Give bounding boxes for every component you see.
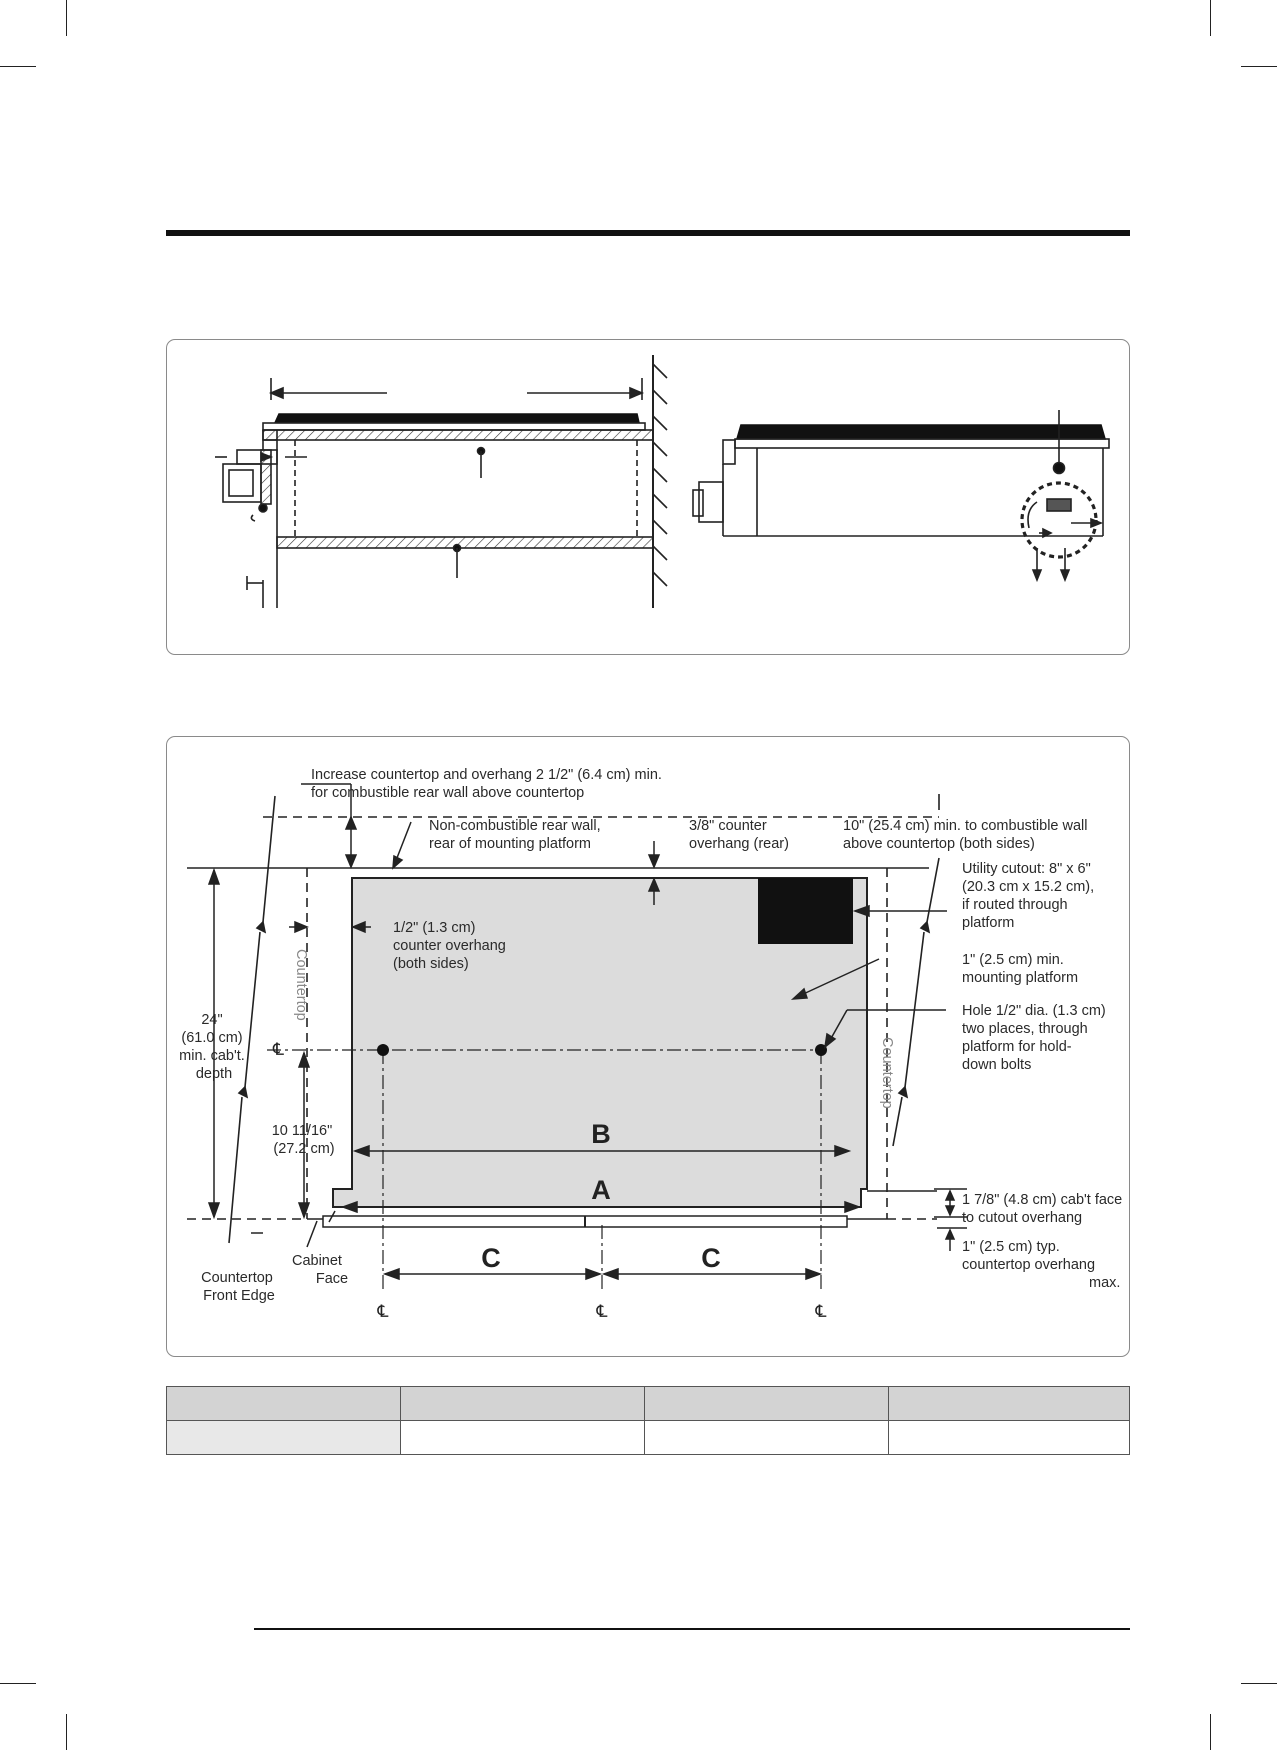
label-utility-cutout-4: platform <box>962 915 1014 931</box>
label-overhang-rear-2: overhang (rear) <box>689 836 789 852</box>
label-noncombustible-rear-1: Non-combustible rear wall, <box>429 818 601 834</box>
table-cell <box>888 1420 1130 1455</box>
svg-text:1" (2.5 cm) typ. counter: 1" (2.5 cm) typ. countertop overhang <box>962 1239 1095 1273</box>
cutout-plan-diagram: Increase countertop and overhang 2 1/2" … <box>179 767 1126 1321</box>
label-hole-3: platform for hold- <box>962 1039 1072 1055</box>
svg-text:10 11/16" (27.2 cm): 10 11/16" (27.2 cm) <box>272 1123 337 1157</box>
crop-mark <box>66 0 67 36</box>
dimension-a-label: A <box>591 1175 611 1205</box>
label-increase-countertop-1: Increase countertop and overhang 2 1/2" … <box>311 767 662 783</box>
side-view-diagram <box>215 355 1110 608</box>
label-countertop-front-2: Front Edge <box>203 1288 275 1304</box>
label-countertop-left: Countertop <box>293 949 309 1021</box>
label-centerline-depth-2: (27.2 cm) <box>273 1141 334 1157</box>
dimension-b-label: B <box>591 1119 611 1149</box>
crop-mark <box>66 1714 67 1750</box>
crop-mark <box>1210 0 1211 36</box>
svg-text:Hole 1/2" dia. (1.3 cm): Hole 1/2" dia. (1.3 cm) two places, thro… <box>962 1003 1110 1073</box>
label-centerline-depth-1: 10 11/16" <box>272 1123 333 1139</box>
label-typ-overhang-1: 1" (2.5 cm) typ. <box>962 1239 1060 1255</box>
table-row <box>166 1420 1130 1455</box>
crop-mark <box>0 1683 36 1684</box>
label-utility-cutout-1: Utility cutout: 8" x 6" <box>962 861 1091 877</box>
svg-text:Countertop Front Edge: Countertop Front Edge <box>201 1270 277 1304</box>
crop-mark <box>1241 66 1277 67</box>
label-typ-overhang-max: max. <box>1089 1275 1120 1291</box>
label-combustible-wall-2: above countertop (both sides) <box>843 836 1035 852</box>
svg-text:Increase countertop and overha: Increase countertop and overhang 2 1/2" … <box>311 767 666 801</box>
svg-text:24" (61.0 cm) min.: 24" (61.0 cm) min. cab't. depth <box>179 1012 249 1082</box>
label-typ-overhang-2: countertop overhang <box>962 1257 1095 1273</box>
label-countertop-front-1: Countertop <box>201 1270 273 1286</box>
crop-mark <box>1210 1714 1211 1750</box>
hold-down-hole-left <box>377 1044 389 1056</box>
label-cab-depth-2: (61.0 cm) <box>181 1030 242 1046</box>
utility-cutout <box>758 878 853 944</box>
svg-text:1" (2.5 cm) min. mountin: 1" (2.5 cm) min. mounting platform <box>962 952 1078 986</box>
installed-cooktop-side-view <box>215 355 668 608</box>
table-cell <box>166 1386 401 1421</box>
crop-mark <box>0 66 36 67</box>
table-cell <box>166 1420 401 1455</box>
svg-text:1 7/8" (4.8 cm) cab't face: 1 7/8" (4.8 cm) cab't face to cutout ove… <box>962 1192 1126 1226</box>
dimension-table <box>166 1386 1130 1455</box>
label-overhang-rear-1: 3/8" counter <box>689 818 767 834</box>
centerline-symbol-depth: ℄ <box>272 1040 284 1059</box>
side-view-panel <box>166 339 1130 655</box>
table-cell <box>400 1420 645 1455</box>
footer-rule <box>254 1628 1130 1630</box>
label-noncombustible-rear-2: rear of mounting platform <box>429 836 591 852</box>
table-cell <box>644 1386 889 1421</box>
label-mounting-platform-2: mounting platform <box>962 970 1078 986</box>
svg-text:3/8" counter overhang (r: 3/8" counter overhang (rear) <box>689 818 789 852</box>
table-cell <box>400 1386 645 1421</box>
svg-text:Utility cutout: 8" x 6": Utility cutout: 8" x 6" (20.3 cm x 15.2 … <box>962 861 1098 931</box>
label-hole-4: down bolts <box>962 1057 1031 1073</box>
label-hole-1: Hole 1/2" dia. (1.3 cm) <box>962 1003 1106 1019</box>
label-hole-2: two places, through <box>962 1021 1088 1037</box>
label-side-overhang-2: counter overhang <box>393 938 506 954</box>
label-utility-cutout-2: (20.3 cm x 15.2 cm), <box>962 879 1094 895</box>
label-mounting-platform-1: 1" (2.5 cm) min. <box>962 952 1064 968</box>
label-side-overhang-3: (both sides) <box>393 956 469 972</box>
crop-mark <box>1241 1683 1277 1684</box>
svg-text:Non-combustible rear wall,: Non-combustible rear wall, rear of mount… <box>429 818 605 852</box>
label-increase-countertop-2: for combustible rear wall above countert… <box>311 785 584 801</box>
hold-down-hole-right <box>815 1044 827 1056</box>
cutout-plan-panel: Increase countertop and overhang 2 1/2" … <box>166 736 1130 1357</box>
centerline-symbol-right: ℄ <box>815 1302 827 1321</box>
table-header-row <box>166 1386 1130 1421</box>
label-cabinet-face-2: Face <box>316 1271 348 1287</box>
dimension-c-left-label: C <box>481 1243 501 1273</box>
label-cabinet-face-1: Cabinet <box>292 1253 342 1269</box>
label-cab-depth-3: min. cab't. <box>179 1048 245 1064</box>
header-rule <box>166 230 1130 236</box>
centerlines <box>267 1049 822 1289</box>
svg-text:Cabinet Face: Cabinet Face <box>292 1253 348 1287</box>
label-countertop-right: Countertop <box>879 1037 895 1109</box>
svg-text:1/2" (1.3 cm) counter ov: 1/2" (1.3 cm) counter overhang (both sid… <box>393 920 510 972</box>
cooktop-utility-side-view <box>692 410 1110 583</box>
svg-text:10" (25.4 cm) min. to combusti: 10" (25.4 cm) min. to combustible wall a… <box>843 818 1092 852</box>
label-cab-depth-4: depth <box>196 1066 232 1082</box>
label-cab-depth-1: 24" <box>201 1012 222 1028</box>
label-combustible-wall-1: 10" (25.4 cm) min. to combustible wall <box>843 818 1088 834</box>
label-cab-face-overhang-2: to cutout overhang <box>962 1210 1082 1226</box>
centerline-symbol-left: ℄ <box>377 1302 389 1321</box>
table-cell <box>644 1420 889 1455</box>
label-side-overhang-1: 1/2" (1.3 cm) <box>393 920 476 936</box>
table-cell <box>888 1386 1130 1421</box>
label-cab-face-overhang-1: 1 7/8" (4.8 cm) cab't face <box>962 1192 1122 1208</box>
label-utility-cutout-3: if routed through <box>962 897 1068 913</box>
centerline-symbol-center: ℄ <box>596 1302 608 1321</box>
dimension-c-right-label: C <box>701 1243 721 1273</box>
